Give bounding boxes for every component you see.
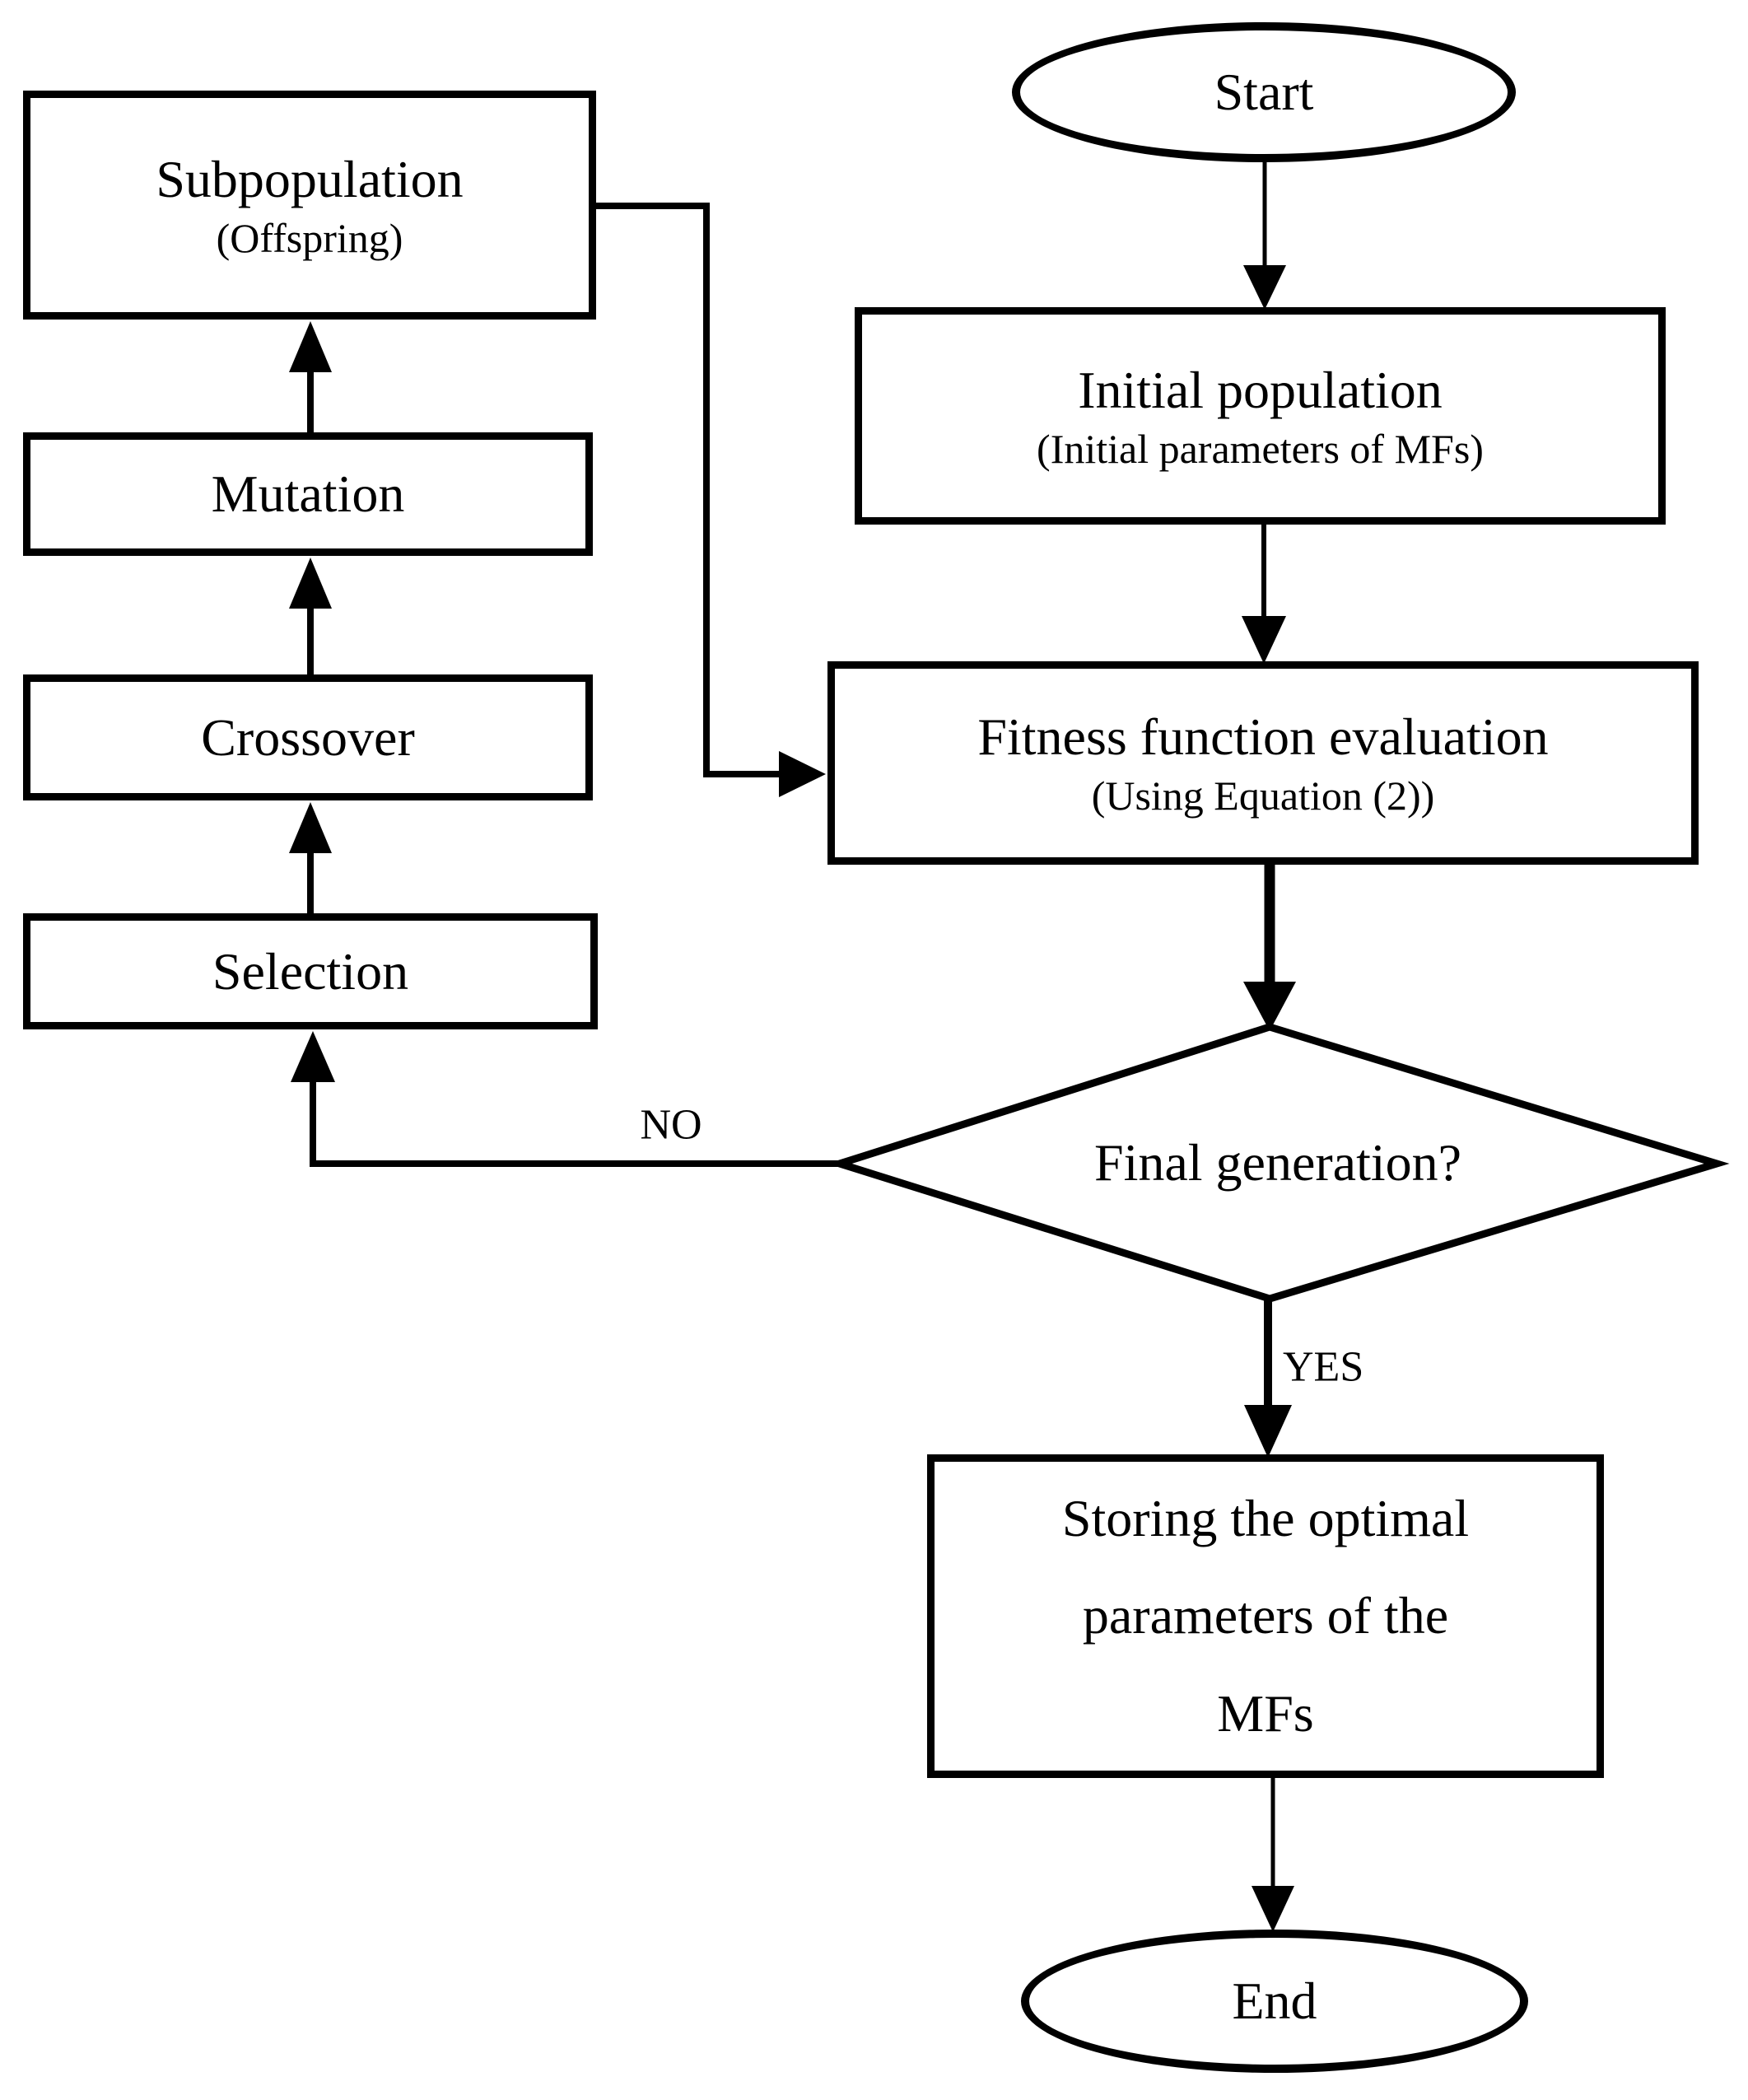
fitness-evaluation-label: Fitness function evaluation bbox=[977, 707, 1549, 767]
start-node: Start bbox=[1012, 22, 1516, 162]
no-path-line bbox=[310, 1079, 840, 1167]
initial-population-sublabel: (Initial parameters of MFs) bbox=[1037, 425, 1484, 472]
storing-line-3: MFs bbox=[1217, 1683, 1314, 1743]
initial-population-node: Initial population (Initial parameters o… bbox=[855, 307, 1666, 525]
arrow-yes-head bbox=[1244, 1405, 1292, 1458]
storing-line-1: Storing the optimal bbox=[1061, 1488, 1470, 1547]
end-label: End bbox=[1232, 1972, 1317, 2030]
no-edge-label: NO bbox=[640, 1101, 702, 1149]
arrow-start-to-initial-head bbox=[1243, 265, 1286, 310]
fitness-evaluation-sublabel: (Using Equation (2)) bbox=[1091, 772, 1435, 819]
no-path-head bbox=[291, 1031, 335, 1082]
initial-population-label: Initial population bbox=[1078, 360, 1443, 419]
yes-edge-label: YES bbox=[1283, 1343, 1364, 1391]
arrow-storing-to-end-head bbox=[1252, 1886, 1294, 1932]
selection-node: Selection bbox=[23, 913, 598, 1029]
arrow-selection-to-crossover-head bbox=[289, 802, 332, 853]
fitness-evaluation-node: Fitness function evaluation (Using Equat… bbox=[827, 661, 1699, 865]
start-label: Start bbox=[1214, 63, 1314, 121]
selection-label: Selection bbox=[212, 941, 409, 1001]
storing-parameters-node: Storing the optimal parameters of the MF… bbox=[927, 1454, 1604, 1778]
mutation-label: Mutation bbox=[211, 464, 405, 523]
subpopulation-sublabel: (Offspring) bbox=[216, 214, 403, 261]
crossover-node: Crossover bbox=[23, 674, 593, 800]
storing-line-2: parameters of the bbox=[1082, 1586, 1449, 1645]
mutation-node: Mutation bbox=[23, 432, 593, 556]
subpopulation-label: Subpopulation bbox=[156, 149, 464, 208]
subpopulation-to-fitness-head bbox=[779, 751, 826, 797]
crossover-label: Crossover bbox=[201, 707, 415, 767]
arrow-crossover-to-mutation-head bbox=[289, 558, 332, 609]
arrow-fitness-to-diamond-head bbox=[1243, 982, 1296, 1031]
end-node: End bbox=[1021, 1930, 1528, 2073]
final-generation-label: Final generation? bbox=[1093, 1133, 1462, 1192]
arrow-initial-to-fitness-head bbox=[1242, 616, 1286, 664]
arrow-mutation-to-subpopulation-head bbox=[289, 321, 332, 372]
subpopulation-to-fitness-line bbox=[596, 203, 782, 777]
subpopulation-node: Subpopulation (Offspring) bbox=[23, 91, 596, 320]
